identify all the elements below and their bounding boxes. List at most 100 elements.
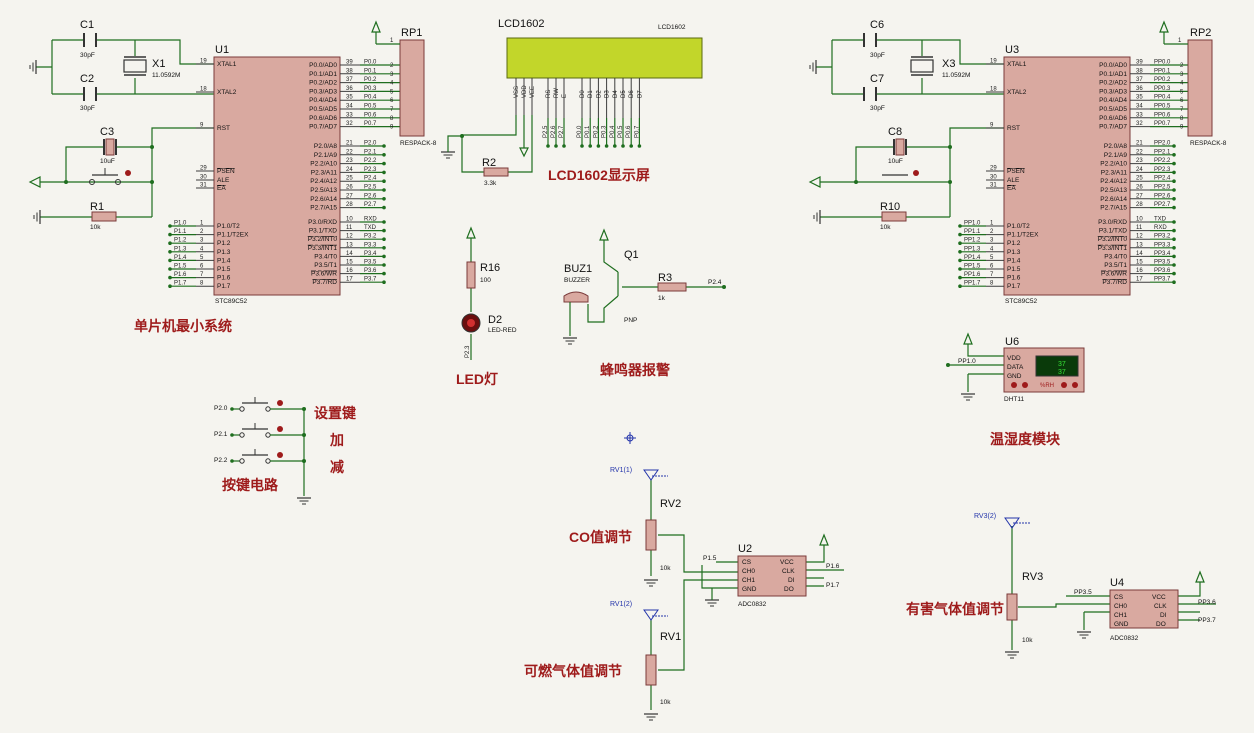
pin-name: RST — [1007, 125, 1020, 132]
pin-name: P2.2/A10 — [310, 161, 337, 168]
c3-value: 10uF — [100, 158, 115, 165]
net-label: PP1.6 — [964, 272, 981, 278]
svg-text:5: 5 — [1180, 89, 1184, 95]
svg-text:7: 7 — [990, 272, 994, 278]
svg-text:38: 38 — [1136, 68, 1143, 74]
svg-text:8: 8 — [390, 116, 394, 122]
net-label: P0.1 — [364, 68, 377, 74]
u2-adc-chip — [737, 555, 807, 597]
lcd-caption: LCD1602显示屏 — [548, 167, 650, 183]
pin-name: P0.1/AD1 — [309, 71, 337, 78]
d2-value: LED-RED — [488, 327, 517, 334]
pin-name: P2.7/A15 — [1100, 205, 1127, 212]
net-label: P1.6 — [174, 272, 187, 278]
svg-text:29: 29 — [200, 166, 207, 172]
svg-text:2: 2 — [390, 63, 394, 69]
net-label: P1.0 — [174, 221, 187, 227]
pin-name: P2.1/A9 — [314, 152, 338, 159]
net-label: P3.6 — [364, 268, 377, 274]
svg-text:30: 30 — [200, 175, 207, 181]
svg-text:14: 14 — [346, 251, 353, 257]
set-key-caption: 设置键 — [314, 405, 357, 421]
svg-text:21: 21 — [346, 141, 353, 147]
net-label: P0.5 — [364, 104, 377, 110]
c2-value: 30pF — [80, 105, 95, 112]
net-label: P0.3 — [364, 86, 377, 92]
r2-label: R2 — [482, 157, 496, 169]
lcd-pin-name: RS — [546, 90, 552, 98]
net-label: PP1.0 — [964, 221, 981, 227]
svg-text:36: 36 — [1136, 86, 1143, 92]
buzzer-circuit: BUZ1 BUZZER Q1 PNP R3 1k P2.4 蜂鸣器报警 — [562, 229, 726, 378]
led-circuit: R16 100 D2 LED-RED P2.3 LED灯 — [456, 227, 517, 387]
u6-ref: U6 — [1005, 336, 1019, 348]
pin-name: XTAL1 — [217, 61, 237, 68]
gas-caption: 可燃气体值调节 — [524, 663, 622, 679]
pin-name: EA — [1007, 185, 1016, 192]
u2-ch1: CH1 — [742, 577, 755, 584]
svg-text:12: 12 — [346, 234, 353, 240]
pin-name: P0.6/AD6 — [309, 115, 337, 122]
lcd-net: P0.3 — [602, 125, 608, 138]
x1-value: 11.0592M — [152, 72, 180, 79]
net-label: P2.1 — [364, 149, 377, 155]
net-label: PP3.3 — [1154, 242, 1171, 248]
svg-text:33: 33 — [1136, 112, 1143, 118]
lcd-pin-name: D6 — [629, 90, 635, 98]
net-label: PP2.3 — [1154, 167, 1171, 173]
pin-name: P0.6/AD6 — [1099, 115, 1127, 122]
pin-name: P0.3/AD3 — [309, 88, 337, 95]
net-label: P0.0 — [364, 60, 377, 66]
pin-name: P1.1/T2EX — [1007, 232, 1039, 239]
pin-name: P2.1/A9 — [1104, 152, 1128, 159]
svg-text:14: 14 — [1136, 251, 1143, 257]
svg-text:18: 18 — [200, 87, 207, 93]
pin-name: P3.4/T0 — [1104, 253, 1127, 260]
svg-text:18: 18 — [990, 87, 997, 93]
svg-text:24: 24 — [346, 167, 353, 173]
rp1-label: RP1 — [401, 27, 422, 39]
pin-name: P2.3/A11 — [311, 169, 338, 176]
adc-u2-circuit: RV1(1) RV1(2) RV2 10k RV1 10k U2 ADC0832… — [524, 467, 844, 721]
svg-text:3: 3 — [990, 238, 994, 244]
svg-text:22: 22 — [1136, 149, 1143, 155]
net-label: P2.7 — [364, 202, 377, 208]
origin-marker — [624, 432, 636, 444]
dht-data: DATA — [1007, 364, 1024, 371]
net-label: PP2.7 — [1154, 202, 1171, 208]
pin-name: P1.3 — [217, 249, 231, 256]
u4-adc-chip — [1109, 589, 1179, 629]
rp1-pin1: 1 — [390, 38, 394, 44]
q1-value: PNP — [624, 317, 637, 324]
net-label: P2.4 — [364, 176, 377, 182]
net-label: TXD — [364, 225, 377, 231]
net-label: P1.5 — [174, 264, 187, 270]
lcd-net: P2.5 — [543, 125, 549, 138]
svg-text:8: 8 — [200, 281, 204, 287]
net-label: P3.7 — [364, 277, 377, 283]
svg-text:16: 16 — [346, 268, 353, 274]
rv3-label: RV3 — [1022, 571, 1043, 583]
pin-name: XTAL1 — [1007, 61, 1027, 68]
net-label: PP2.4 — [1154, 176, 1171, 182]
u2-ch0: CH0 — [742, 568, 755, 575]
pin-name: P3.6/WR — [311, 271, 337, 278]
svg-text:34: 34 — [346, 104, 353, 110]
pin-name: P2.5/A13 — [310, 187, 337, 194]
svg-text:7: 7 — [390, 107, 394, 113]
net-label: PP3.2 — [1154, 234, 1171, 240]
pin-name: P0.1/AD1 — [1099, 71, 1127, 78]
net-label: P3.2 — [364, 234, 377, 240]
r1-value: 10k — [90, 224, 101, 231]
rv2-value: 10k — [660, 565, 671, 572]
rv1-2-probe: RV1(2) — [610, 601, 632, 608]
pin-name: XTAL2 — [217, 89, 237, 96]
key-net-p20: P2.0 — [214, 405, 228, 412]
pin-name: P1.2 — [217, 240, 231, 247]
rp2-label: RP2 — [1190, 27, 1211, 39]
lcd-net: P0.1 — [585, 125, 591, 138]
svg-text:26: 26 — [1136, 185, 1143, 191]
net-label: PP2.5 — [1154, 185, 1171, 191]
net-label: P1.2 — [174, 238, 187, 244]
